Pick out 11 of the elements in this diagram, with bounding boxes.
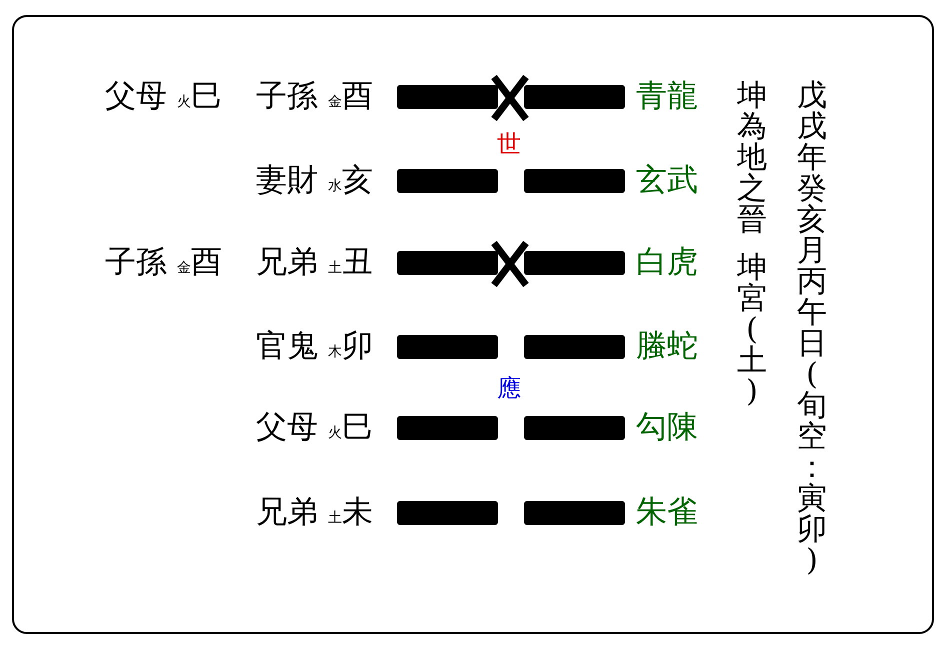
spirit-label: 螣蛇 — [636, 331, 698, 362]
spirit-label: 白虎 — [636, 247, 698, 278]
marker-label: 世 — [497, 132, 521, 156]
spirit-label: 勾陳 — [636, 412, 698, 443]
spirit-label: 朱雀 — [636, 497, 698, 528]
marker-label: 應 — [497, 376, 521, 400]
date-label: 戊戌年癸亥月丙午日(旬空：寅卯) — [797, 80, 827, 576]
hexagram-title: 坤為地之晉 — [737, 80, 767, 235]
spirit-label: 青龍 — [636, 81, 698, 112]
spirit-label: 玄武 — [636, 165, 698, 196]
palace-label: 坤宮(土) — [737, 252, 767, 407]
